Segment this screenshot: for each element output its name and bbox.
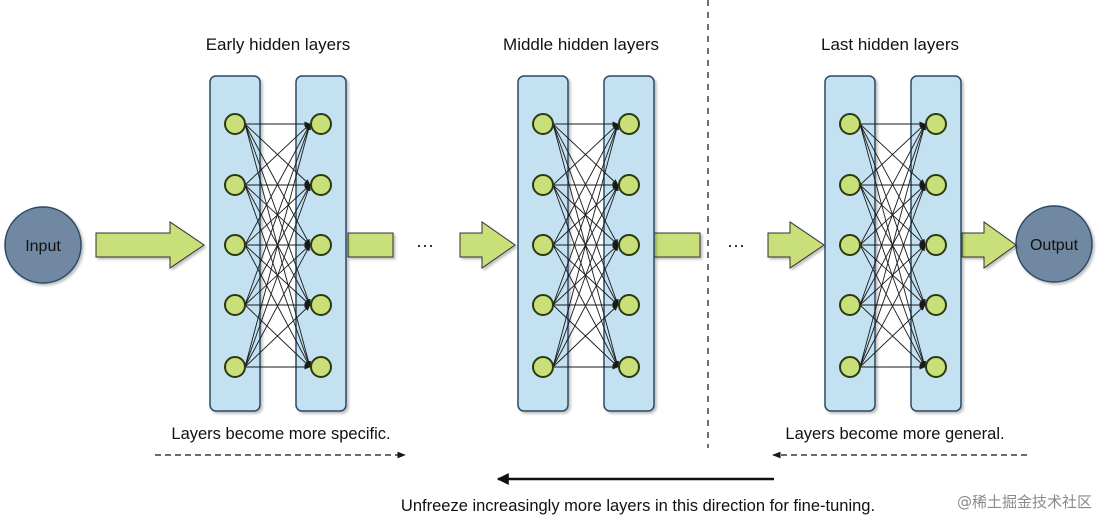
neuron — [532, 174, 554, 196]
neuron — [224, 294, 246, 316]
neuron — [839, 174, 861, 196]
connection-edge — [552, 123, 619, 186]
neuron — [310, 113, 332, 135]
neuron — [310, 294, 332, 316]
flow-arrow-last — [767, 221, 825, 269]
group-title-middle: Middle hidden layers — [503, 35, 659, 54]
group-title-early: Early hidden layers — [206, 35, 351, 54]
neuron — [532, 356, 554, 378]
connection-edge — [244, 123, 311, 306]
ellipsis-2: ··· — [727, 235, 745, 255]
connection-edge — [244, 184, 311, 368]
neuron — [224, 113, 246, 135]
neuron — [925, 174, 947, 196]
neuron — [839, 294, 861, 316]
caption-general: Layers become more general. — [785, 425, 1004, 443]
flow-bar-early — [347, 232, 394, 258]
input-node: Input — [4, 206, 82, 284]
watermark: @稀土掘金技术社区 — [957, 493, 1092, 511]
connection-edge — [859, 123, 926, 368]
connection-edge — [552, 304, 619, 368]
flow-arrow-input — [95, 221, 205, 269]
layer-group-early — [209, 75, 347, 412]
flow-bar-middle — [653, 232, 701, 258]
neuron — [618, 113, 640, 135]
connection-edge — [859, 184, 926, 368]
neuron — [839, 113, 861, 135]
group-title-last: Last hidden layers — [821, 35, 959, 54]
connection-edge — [244, 123, 311, 368]
connection-edge — [552, 244, 619, 368]
bottom-caption: Unfreeze increasingly more layers in thi… — [401, 497, 875, 515]
output-node: Output — [1015, 205, 1093, 283]
neuron — [618, 294, 640, 316]
neuron — [532, 294, 554, 316]
connection-edge — [859, 123, 926, 186]
layer-group-last — [824, 75, 962, 412]
neuron — [532, 113, 554, 135]
neuron — [925, 234, 947, 256]
connection-edge — [859, 244, 926, 368]
flow-arrow-output — [961, 221, 1017, 269]
neuron — [618, 174, 640, 196]
connection-edge — [552, 123, 619, 306]
connection-edge — [244, 244, 311, 368]
ellipsis-1: ··· — [416, 235, 434, 255]
neuron — [310, 234, 332, 256]
layer-group-middle — [517, 75, 655, 412]
neuron — [925, 113, 947, 135]
connection-edge — [552, 123, 619, 246]
neuron — [224, 356, 246, 378]
neuron — [532, 234, 554, 256]
connection-edge — [244, 123, 311, 186]
caption-specific: Layers become more specific. — [171, 425, 390, 443]
connection-edge — [859, 123, 926, 246]
neuron — [224, 234, 246, 256]
neuron — [310, 356, 332, 378]
input-label: Input — [25, 238, 61, 255]
connection-edge — [244, 304, 311, 368]
neuron — [925, 356, 947, 378]
neuron — [618, 356, 640, 378]
neuron — [839, 356, 861, 378]
neuron — [925, 294, 947, 316]
neuron — [839, 234, 861, 256]
neuron — [310, 174, 332, 196]
connection-edge — [552, 184, 619, 368]
connection-edge — [859, 123, 926, 306]
connection-edge — [552, 123, 619, 368]
output-label: Output — [1030, 237, 1079, 254]
flow-arrow-middle — [459, 221, 516, 269]
neuron — [224, 174, 246, 196]
neuron — [618, 234, 640, 256]
connection-edge — [244, 123, 311, 246]
connection-edge — [859, 304, 926, 368]
